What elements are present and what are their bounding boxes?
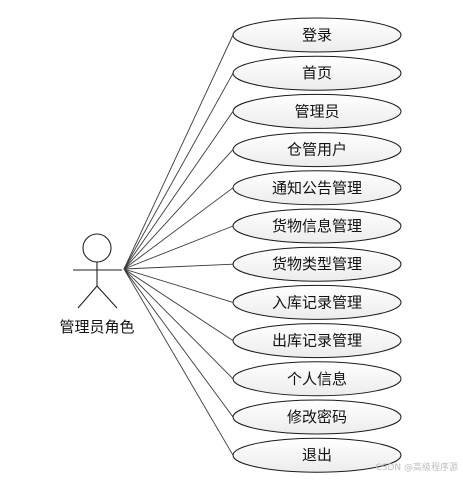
use-case-ellipse	[232, 361, 402, 397]
association-line-outbound-record-management	[123, 268, 234, 341]
association-line-goods-info-management	[123, 225, 234, 270]
use-case-outbound-record-management: 出库记录管理	[232, 323, 402, 359]
actor-label: 管理员角色	[59, 318, 134, 336]
watermark: CSDN @高级程序源	[375, 461, 458, 473]
use-case-label: 货物类型管理	[272, 255, 362, 273]
use-case-list: 登录首页管理员仓管用户通知公告管理货物信息管理货物类型管理入库记录管理出库记录管…	[232, 17, 402, 473]
use-case-label: 退出	[302, 446, 332, 464]
use-case-admin: 管理员	[232, 93, 402, 129]
use-case-notice-management: 通知公告管理	[232, 170, 402, 206]
association-line-home	[123, 72, 234, 270]
use-case-ellipse	[232, 170, 402, 206]
use-case-label: 货物信息管理	[272, 217, 362, 235]
use-case-inbound-record-management: 入库记录管理	[232, 284, 402, 320]
actor-right-leg	[96, 285, 118, 309]
use-case-ellipse	[232, 17, 402, 53]
use-case-change-password: 修改密码	[232, 399, 402, 435]
association-line-change-password	[123, 268, 234, 418]
use-case-goods-info-management: 货物信息管理	[232, 208, 402, 244]
use-case-login: 登录	[232, 17, 402, 53]
use-case-ellipse	[232, 93, 402, 129]
use-case-logout: 退出	[232, 437, 402, 473]
actor-head	[82, 233, 112, 263]
association-line-admin	[123, 111, 234, 270]
use-case-ellipse	[232, 437, 402, 473]
association-line-personal-info	[123, 268, 234, 380]
association-line-logout	[123, 268, 234, 456]
actor-left-leg	[77, 285, 98, 309]
use-case-ellipse	[232, 55, 402, 91]
use-case-label: 管理员	[294, 102, 339, 120]
use-case-home: 首页	[232, 55, 402, 91]
use-case-ellipse	[232, 246, 402, 282]
association-line-login	[123, 34, 234, 270]
use-case-ellipse	[232, 323, 402, 359]
use-case-label: 通知公告管理	[272, 179, 362, 197]
use-case-ellipse	[232, 132, 402, 168]
use-case-label: 登录	[302, 26, 332, 44]
association-line-notice-management	[123, 187, 234, 270]
use-case-ellipse	[232, 399, 402, 435]
use-case-label: 首页	[302, 64, 332, 82]
use-case-personal-info: 个人信息	[232, 361, 402, 397]
association-line-inbound-record-management	[123, 268, 234, 303]
use-case-label: 修改密码	[287, 408, 347, 426]
association-lines	[123, 34, 234, 456]
use-case-label: 入库记录管理	[272, 293, 362, 311]
use-case-goods-type-management: 货物类型管理	[232, 246, 402, 282]
use-case-warehouse-user: 仓管用户	[232, 132, 402, 168]
use-case-label: 出库记录管理	[272, 332, 362, 350]
use-case-ellipse	[232, 284, 402, 320]
use-case-label: 个人信息	[287, 370, 347, 388]
association-line-warehouse-user	[123, 149, 234, 270]
use-case-ellipse	[232, 208, 402, 244]
use-case-label: 仓管用户	[287, 141, 347, 159]
actor: 管理员角色	[59, 233, 135, 336]
association-line-goods-type-management	[123, 263, 234, 270]
